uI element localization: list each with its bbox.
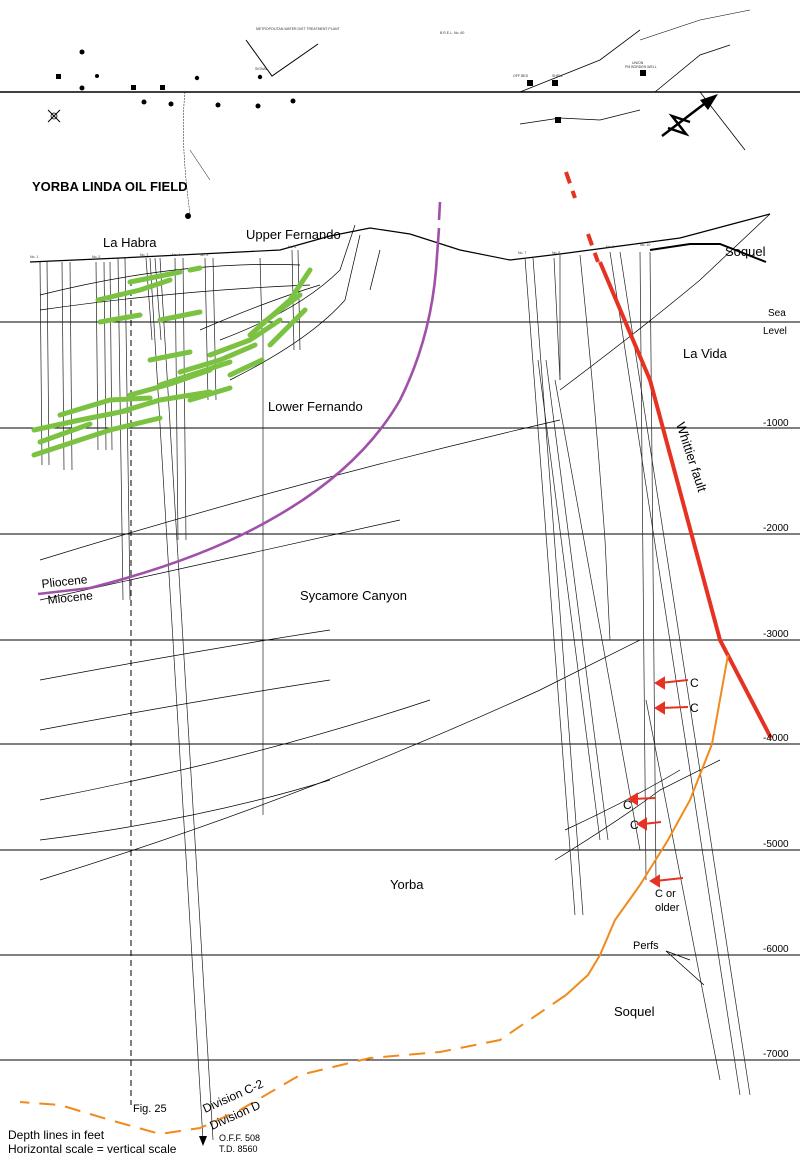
depth-label-2000: -2000 (763, 523, 789, 534)
well-label-9: No. 9 (606, 245, 614, 249)
well-label-6: No. 6 (288, 245, 296, 249)
well-label-2: No. 2 (92, 255, 100, 259)
well-label-4: No. 4 (172, 253, 180, 257)
map-label-brea: B.R.E.L. No. 60 (440, 31, 464, 35)
annotation-off: O.F.F. 508 (219, 1133, 260, 1143)
annotation-c-3: C (623, 798, 632, 812)
correlation-lines (39, 213, 771, 881)
footer-scale: Horizontal scale = vertical scale (8, 1142, 177, 1156)
annotation-c-4: C (630, 818, 639, 832)
formation-la-habra: La Habra (103, 235, 157, 250)
annotation-td: T.D. 8560 (219, 1144, 258, 1154)
map-wells (56, 49, 646, 219)
depth-label-6000: -6000 (763, 944, 789, 955)
formation-soquel-bottom: Soquel (614, 1004, 655, 1019)
location-map: METROPOLITAN WATER DIST TREATMENT PLANT … (0, 9, 800, 219)
division-boundary (19, 654, 729, 1136)
depth-label-7000: -7000 (763, 1049, 789, 1060)
map-label-plant: METROPOLITAN WATER DIST TREATMENT PLANT (256, 27, 341, 31)
c-marker-arrows (627, 676, 689, 888)
annotation-c-1: C (690, 676, 699, 690)
annotation-fig25: Fig. 25 (133, 1103, 167, 1115)
well-header-labels: No. 1 No. 2 No. 3 No. 4 No. 5 No. 6 No. … (30, 243, 650, 259)
depth-scale: Sea Level -1000 -2000 -3000 -4000 -5000 … (763, 308, 789, 1060)
depth-label-sea: Sea (768, 308, 786, 319)
oil-zones (31, 265, 313, 458)
pliocene-miocene-boundary (37, 227, 441, 596)
formation-yorba: Yorba (390, 877, 424, 892)
depth-label-3000: -3000 (763, 629, 789, 640)
depth-grid (0, 321, 800, 1061)
annotation-perfs: Perfs (633, 940, 659, 952)
formation-upper-fernando: Upper Fernando (246, 227, 341, 242)
formation-soquel-top: Soquel (725, 244, 766, 259)
well-label-1: No. 1 (30, 255, 38, 259)
well-label-3: No. 3 (140, 253, 148, 257)
map-label-off-bed: OFF BED (513, 74, 529, 78)
annotation-c-2: C (690, 701, 699, 715)
perfs-leader (665, 950, 705, 986)
label-miocene: Miocene (47, 588, 94, 607)
formation-lower-fernando: Lower Fernando (268, 399, 363, 414)
map-label-union-sub: PM BORDEN WELL (625, 65, 657, 69)
map-label-union: UNION (632, 61, 644, 65)
formation-la-vida: La Vida (683, 346, 728, 361)
page-title: YORBA LINDA OIL FIELD (32, 179, 188, 194)
soquel-surface-line (649, 243, 767, 263)
depth-label-5000: -5000 (763, 839, 789, 850)
well-label-8: No. 8 (552, 251, 560, 255)
depth-label-1000: -1000 (763, 418, 789, 429)
compass-rose-icon (47, 109, 61, 123)
well-label-7: No. 7 (518, 251, 526, 255)
annotation-c-or-older-1: C or (655, 888, 676, 900)
map-label-shell: SHELL (552, 74, 563, 78)
whittier-fault (564, 171, 773, 739)
north-arrow-icon (661, 94, 718, 137)
well-bottom-arrow (199, 1136, 207, 1146)
depth-label-4000: -4000 (763, 733, 789, 744)
formation-sycamore-canyon: Sycamore Canyon (300, 588, 407, 603)
map-label-signal: SIGNAL (255, 67, 268, 71)
depth-label-level: Level (763, 326, 787, 337)
annotation-c-or-older-2: older (655, 902, 680, 914)
footer-depth-lines: Depth lines in feet (8, 1128, 105, 1142)
well-label-5: No. 5 (200, 253, 208, 257)
ground-surface (29, 213, 771, 263)
label-pliocene: Pliocene (41, 572, 89, 591)
well-label-10: No. 10 (640, 243, 650, 247)
